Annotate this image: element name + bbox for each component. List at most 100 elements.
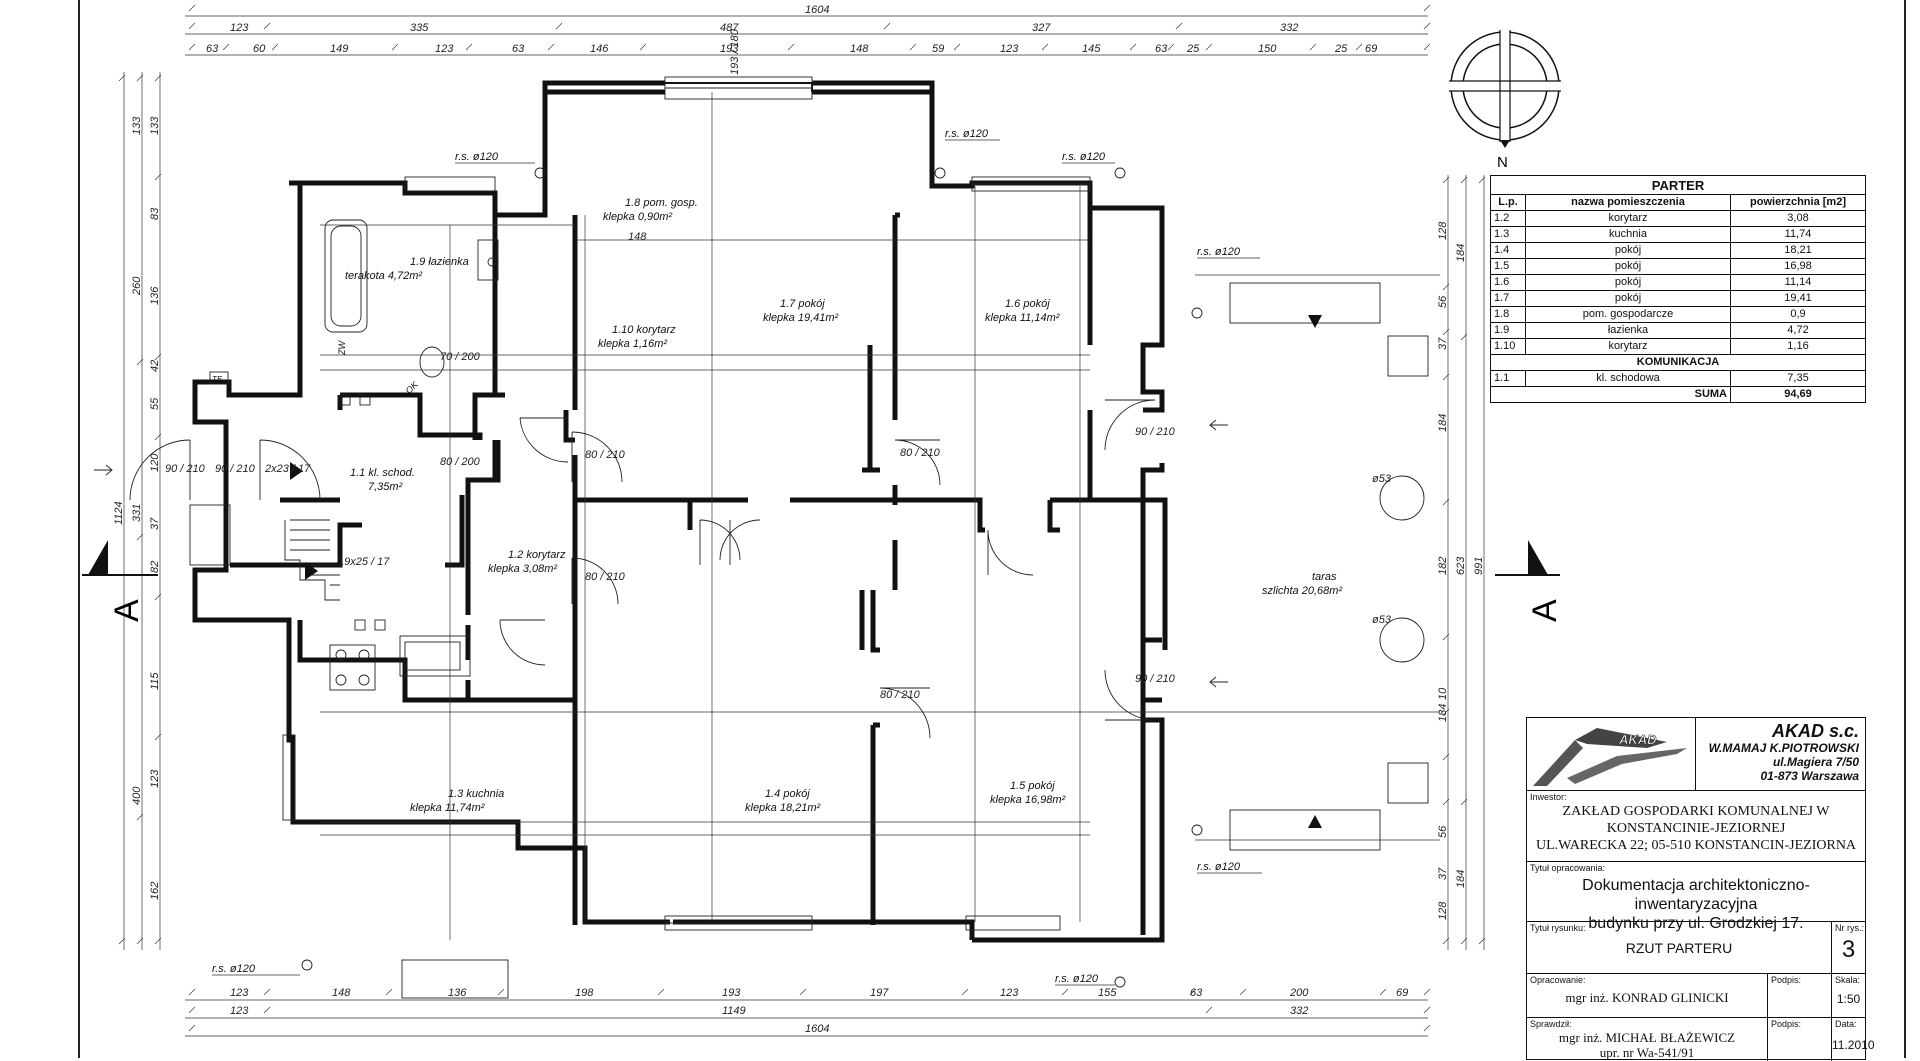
checked-row: Sprawdził: mgr inż. MICHAŁ BŁAŻEWICZ upr…: [1527, 1018, 1875, 1061]
downpipe-label-1: r.s. ø120: [455, 151, 499, 163]
company-name: AKAD s.c.: [1771, 721, 1859, 741]
downpipe-label-4: r.s. ø120: [1197, 246, 1241, 258]
table-sum-row: SUMA 94,69: [1490, 386, 1866, 403]
door-corridor-12: [571, 557, 619, 605]
title-company-row: AKAD AKAD s.c. W.MAMAJ K.PIOTROWSKI ul.M…: [1527, 718, 1865, 791]
svg-text:klepka 11,14m²: klepka 11,14m²: [985, 312, 1060, 324]
investor-line-3: UL.WARECKA 22; 05-510 KONSTANCIN-JEZIORN…: [1535, 838, 1857, 853]
dim-bot-total: 1604: [805, 1023, 829, 1035]
dim-bot-8: 63: [1190, 987, 1203, 999]
col-area: powierzchnia [m2]: [1730, 194, 1866, 211]
stove: [329, 644, 376, 691]
room-labels: 1.8 pom. gosp. klepka 0,90m² 1.9 łazienk…: [345, 197, 1342, 814]
door-label-e: 80 / 210: [585, 449, 626, 461]
room-1-1: 1.1 kl. schod. 7,35m²: [350, 467, 415, 493]
signature-label-2: Podpis:: [1771, 1019, 1802, 1029]
investor-row: Inwestor: ZAKŁAD GOSPODARKI KOMUNALNEJ W…: [1527, 791, 1865, 862]
drawing-title-row: Tytuł rysunku: RZUT PARTERU Nr rys.: 3: [1527, 922, 1865, 974]
room-1-9: 1.9 łazienka terakota 4,72m²: [345, 256, 469, 282]
logo-text: AKAD: [1618, 732, 1657, 747]
dim-bot-3: 198: [575, 987, 594, 999]
door-room15-a: [987, 529, 1034, 576]
dim-top-2: 335: [410, 22, 429, 34]
signature-label-1: Podpis:: [1771, 975, 1802, 985]
dim-right-7: 184: [1437, 704, 1449, 722]
dim-top-r3-13: 150: [1258, 43, 1277, 55]
dim-top-r3-11: 63: [1155, 43, 1168, 55]
svg-text:1.5 pokój: 1.5 pokój: [1010, 780, 1055, 792]
company-logo: AKAD: [1527, 718, 1696, 790]
dim-top-r3-12: 25: [1186, 43, 1200, 55]
room-1-10: 1.10 korytarz klepka 1,16m²: [598, 324, 676, 350]
scale-value: 1:50: [1836, 992, 1861, 1006]
dim-left-2: 260: [131, 276, 143, 296]
dim-left-i1: 136: [149, 286, 161, 305]
dim-left-1: 83: [149, 207, 161, 220]
north-compass: N: [1449, 30, 1561, 171]
work-title-row: Tytuł opracowania: Dokumentacja architek…: [1527, 862, 1865, 932]
dim-top-r3-9: 123: [1000, 43, 1019, 55]
section-mark-left: A: [82, 540, 158, 622]
dim-top-r3-4: 63: [512, 43, 525, 55]
dim-top-r3-8: 59: [932, 43, 944, 55]
dim-top-r3-15: 69: [1365, 43, 1377, 55]
door-label-c: 70 / 200: [440, 351, 481, 363]
door-entry-2: [259, 439, 321, 501]
signature-cell-1: Podpis:: [1767, 974, 1831, 1017]
downpipe-label-6: r.s. ø120: [212, 963, 256, 975]
dim-top-r3-3: 123: [435, 43, 454, 55]
svg-text:1.9 łazienka: 1.9 łazienka: [410, 256, 469, 268]
investor-line-1: ZAKŁAD GOSPODARKI KOMUNALNEJ W: [1562, 804, 1830, 819]
dim-top-3: 487: [720, 22, 739, 34]
door-terrace-1: [1104, 399, 1156, 451]
dim-top-r3-7: 148: [850, 43, 869, 55]
logo-icon: AKAD: [1533, 728, 1687, 786]
dim-right-10: 184: [1455, 870, 1467, 888]
dim-bot-1: 148: [332, 987, 351, 999]
dim-right-2: 56: [1437, 295, 1449, 308]
door-label-j: 80 / 210: [880, 689, 921, 701]
work-title-label: Tytuł opracowania:: [1530, 863, 1606, 873]
dim-left-8: 115: [149, 672, 161, 690]
dim-bot-9: 200: [1289, 987, 1309, 999]
left-dimensions: 133 133 83 260 136 42 55 120 1124 331 37…: [113, 72, 162, 950]
dim-left-10: 162: [149, 882, 161, 900]
door-room16: [894, 439, 941, 486]
room-1-8: 1.8 pom. gosp. klepka 0,90m²: [603, 197, 698, 223]
col-name: nazwa pomieszczenia: [1525, 194, 1731, 211]
dim-left-i2: 120: [149, 453, 161, 472]
svg-text:klepka 18,21m²: klepka 18,21m²: [745, 802, 821, 814]
svg-text:klepka 19,41m²: klepka 19,41m²: [763, 312, 839, 324]
room-1-7: 1.7 pokój klepka 19,41m²: [763, 298, 839, 324]
dim-right-4: 184: [1437, 414, 1449, 432]
svg-text:1.6 pokój: 1.6 pokój: [1005, 298, 1050, 310]
door-room14: [879, 687, 931, 739]
dim-top-r3-5: 146: [590, 43, 609, 55]
investor-label: Inwestor:: [1530, 792, 1567, 802]
dim-bot-6: 123: [1000, 987, 1019, 999]
date-value: 11.2010: [1832, 1038, 1875, 1052]
dim-bot-7: 155: [1098, 987, 1117, 999]
door-label-g: 80 / 210: [900, 447, 941, 459]
dim-left-5: 1124: [113, 501, 125, 525]
dim-right-0: 128: [1437, 221, 1449, 240]
checked-label: Sprawdził:: [1530, 1019, 1572, 1029]
date-label: Data:: [1835, 1019, 1857, 1029]
dim-left-7: 37: [149, 517, 161, 530]
company-street: ul.Magiera 7/50: [1772, 755, 1859, 769]
dim-top-r3-6: 193: [720, 43, 739, 55]
investor-line-2: KONSTANCINIE-JEZIORNEJ: [1606, 821, 1786, 836]
dim-bot-r2-right: 332: [1290, 1005, 1308, 1017]
door-double: [699, 519, 761, 565]
table-title: PARTER: [1490, 175, 1866, 195]
dim-bot-0: 123: [230, 987, 249, 999]
dim-right-11: 128: [1437, 901, 1449, 920]
door-label-f: 80 / 210: [585, 571, 626, 583]
